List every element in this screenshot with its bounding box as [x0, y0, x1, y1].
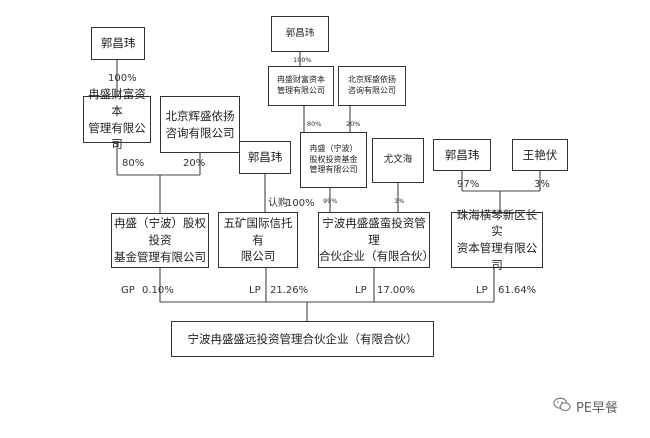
watermark-text: PE早餐: [575, 401, 618, 416]
gp-label: GP: [121, 285, 135, 296]
entity-beijing-huisheng-top: 北京辉盛依扬 咨询有限公司: [338, 66, 406, 106]
entity-wukuang-trust: 五矿国际信托有 限公司: [218, 212, 298, 268]
entity-ransheng-wealth-top: 冉盛财富资本 管理有限公司: [268, 66, 334, 106]
pct-80-left: 80%: [122, 158, 145, 169]
lp1-label: LP: [249, 285, 261, 296]
watermark: PE早餐: [553, 397, 618, 416]
pct-99: 99%: [323, 197, 338, 205]
entity-beijing-huisheng-left: 北京辉盛依扬 咨询有限公司: [160, 96, 240, 153]
entity-you-wenhai: 尤文海: [372, 138, 424, 183]
entity-guo-changwei-mid: 郭昌玮: [239, 141, 291, 174]
entity-wang-yanfu: 王艳伏: [512, 139, 568, 171]
pct-100-top: 100%: [293, 56, 312, 64]
gp-pct: 0.10%: [142, 285, 174, 296]
lp3-pct: 61.64%: [498, 285, 537, 296]
pct-1: 1%: [394, 197, 405, 205]
lp2-label: LP: [355, 285, 367, 296]
lp3-label: LP: [476, 285, 488, 296]
entity-ransheng-ningbo-gp: 冉盛（宁波）股权投资 基金管理有限公司: [111, 213, 209, 268]
pct-100-left: 100%: [108, 73, 137, 84]
lp2-pct: 17.00%: [377, 285, 416, 296]
entity-guo-changwei-left: 郭昌玮: [91, 27, 145, 60]
entity-ransheng-ningbo-mid: 冉盛（宁波） 股权投资基金 管理有限公司: [300, 132, 367, 188]
entity-ningbo-shengrong: 宁波冉盛盛蛮投资管理 合伙企业（有限合伙）: [318, 212, 434, 268]
entity-guo-changwei-right: 郭昌玮: [433, 139, 491, 171]
wechat-icon: [553, 397, 571, 416]
lp1-pct: 21.26%: [270, 285, 309, 296]
entity-guo-changwei-top: 郭昌玮: [271, 16, 329, 52]
pct-20-top: 20%: [346, 120, 361, 128]
subscribe-label: 认购: [268, 198, 288, 209]
pct-97: 97%: [457, 179, 480, 190]
pct-80-top: 80%: [307, 120, 322, 128]
pct-20-left: 20%: [183, 158, 206, 169]
entity-ransheng-wealth-left: 冉盛财富资本 管理有限公司: [83, 87, 151, 151]
entity-ningbo-shengyuan-target: 宁波冉盛盛远投资管理合伙企业（有限合伙）: [171, 321, 434, 357]
entity-zhuhai-changshi: 珠海横琴新区长实 资本管理有限公司: [451, 208, 543, 272]
pct-3: 3%: [534, 179, 550, 190]
pct-100-mid: 100%: [286, 198, 315, 209]
